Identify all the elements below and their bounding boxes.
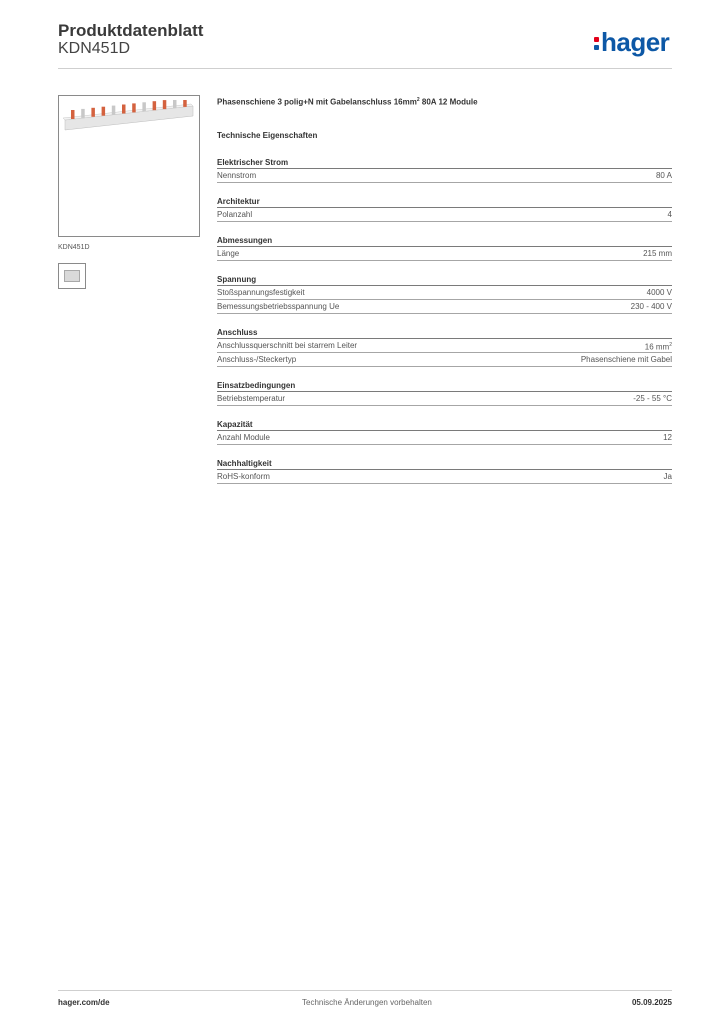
thumbnail-graphic bbox=[64, 270, 80, 282]
product-title: Phasenschiene 3 polig+N mit Gabelanschlu… bbox=[217, 97, 478, 107]
spec-value-wrap: 4 bbox=[668, 208, 672, 221]
spec-value: 12 bbox=[663, 433, 672, 442]
busbar-fork bbox=[162, 100, 167, 110]
busbar-fork bbox=[111, 105, 116, 115]
spec-value-wrap: 215 mm bbox=[643, 247, 672, 260]
spec-value-wrap: Phasenschiene mit Gabel bbox=[581, 353, 672, 366]
busbar-fork bbox=[183, 100, 187, 107]
busbar-fork bbox=[152, 101, 157, 111]
spec-group-title: Anschluss bbox=[217, 327, 672, 339]
footer-website[interactable]: hager.com/de bbox=[58, 998, 110, 1007]
spec-row: RoHS-konform Ja bbox=[217, 470, 672, 484]
busbar-fork bbox=[122, 104, 126, 114]
busbar-fork bbox=[132, 103, 136, 113]
document-title: Produktdatenblatt bbox=[58, 21, 204, 40]
spec-value: 16 mm bbox=[644, 342, 670, 352]
spec-label: Anzahl Module bbox=[217, 433, 270, 442]
spec-value: 80 A bbox=[655, 171, 672, 180]
spec-label: Polanzahl bbox=[217, 210, 253, 219]
spec-value: 215 mm bbox=[643, 249, 672, 258]
spec-value-sup: 2 bbox=[669, 342, 672, 348]
spec-row: Anschlussquerschnitt bei starrem Leiter 1… bbox=[217, 339, 672, 353]
spec-group-title: Einsatzbedingungen bbox=[217, 380, 672, 392]
spec-value-wrap: 230 - 400 V bbox=[631, 300, 672, 313]
spec-value: Ja bbox=[663, 472, 672, 481]
spec-row: Anzahl Module 12 bbox=[217, 431, 672, 445]
spec-group-title: Nachhaltigkeit bbox=[217, 458, 672, 470]
spec-label: Nennstrom bbox=[217, 171, 257, 180]
spec-row: Anschluss-/Steckertyp Phasenschiene mit G… bbox=[217, 353, 672, 367]
busbar-fork bbox=[101, 106, 106, 116]
spec-row: Länge 215 mm bbox=[217, 247, 672, 261]
spec-label: RoHS-konform bbox=[217, 472, 270, 481]
product-image bbox=[58, 95, 200, 237]
spec-label: Länge bbox=[217, 249, 240, 258]
spec-label: Bemessungsbetriebsspannung Ue bbox=[217, 302, 340, 311]
spec-value: -25 - 55 °C bbox=[633, 394, 672, 403]
hager-logo-icon: hager bbox=[594, 27, 670, 58]
busbar-fork bbox=[81, 108, 85, 118]
spec-row: Betriebstemperatur -25 - 55 °C bbox=[217, 392, 672, 406]
spec-value: 230 - 400 V bbox=[630, 302, 672, 311]
footer-disclaimer: Technische Änderungen vorbehalten bbox=[302, 998, 432, 1007]
busbar-image bbox=[63, 100, 194, 131]
header-divider bbox=[58, 68, 672, 69]
product-title-rest: 80A 12 Module bbox=[419, 97, 478, 107]
spec-value-wrap: 80 A bbox=[656, 169, 672, 182]
footer-divider bbox=[58, 990, 672, 991]
spec-row: Bemessungsbetriebsspannung Ue 230 - 400 V bbox=[217, 300, 672, 314]
busbar-fork bbox=[91, 107, 95, 117]
spec-label: Betriebstemperatur bbox=[217, 394, 286, 403]
spec-value-wrap: 4000 V bbox=[647, 286, 672, 299]
spec-group-title: Abmessungen bbox=[217, 235, 672, 247]
spec-value-wrap: -25 - 55 °C bbox=[633, 392, 672, 405]
product-code: KDN451D bbox=[58, 40, 131, 57]
busbar-fork bbox=[142, 102, 146, 112]
logo-dots bbox=[594, 33, 600, 51]
section-heading: Technische Eigenschaften bbox=[217, 131, 318, 140]
product-title-main: Phasenschiene 3 polig+N mit Gabelanschlu… bbox=[217, 97, 417, 107]
spec-label: Anschlussquerschnitt bei starrem Leiter bbox=[217, 341, 358, 350]
spec-value: 4000 V bbox=[646, 288, 672, 297]
spec-group-title: Architektur bbox=[217, 196, 672, 208]
busbar-fork bbox=[71, 110, 75, 119]
spec-value-wrap: 12 bbox=[663, 431, 672, 444]
spec-value-wrap: Ja bbox=[664, 470, 672, 483]
spec-value: 4 bbox=[667, 210, 672, 219]
footer-date: 05.09.2025 bbox=[631, 998, 672, 1007]
spec-row: Polanzahl 4 bbox=[217, 208, 672, 222]
spec-group-title: Spannung bbox=[217, 274, 672, 286]
spec-value: Phasenschiene mit Gabel bbox=[580, 355, 672, 364]
product-title-sup: 2 bbox=[416, 97, 420, 103]
spec-label: Anschluss-/Steckertyp bbox=[217, 355, 297, 364]
image-caption: KDN451D bbox=[58, 244, 90, 251]
busbar-fork bbox=[173, 100, 177, 108]
logo-text: hager bbox=[601, 27, 670, 57]
spec-label: Stoßspannungsfestigkeit bbox=[217, 288, 305, 297]
product-thumbnail-icon[interactable] bbox=[58, 263, 86, 289]
spec-group-title: Elektrischer Strom bbox=[217, 157, 672, 169]
spec-row: Stoßspannungsfestigkeit 4000 V bbox=[217, 286, 672, 300]
spec-value-wrap: 16 mm2 bbox=[645, 339, 672, 352]
spec-row: Nennstrom 80 A bbox=[217, 169, 672, 183]
spec-group-title: Kapazität bbox=[217, 419, 672, 431]
